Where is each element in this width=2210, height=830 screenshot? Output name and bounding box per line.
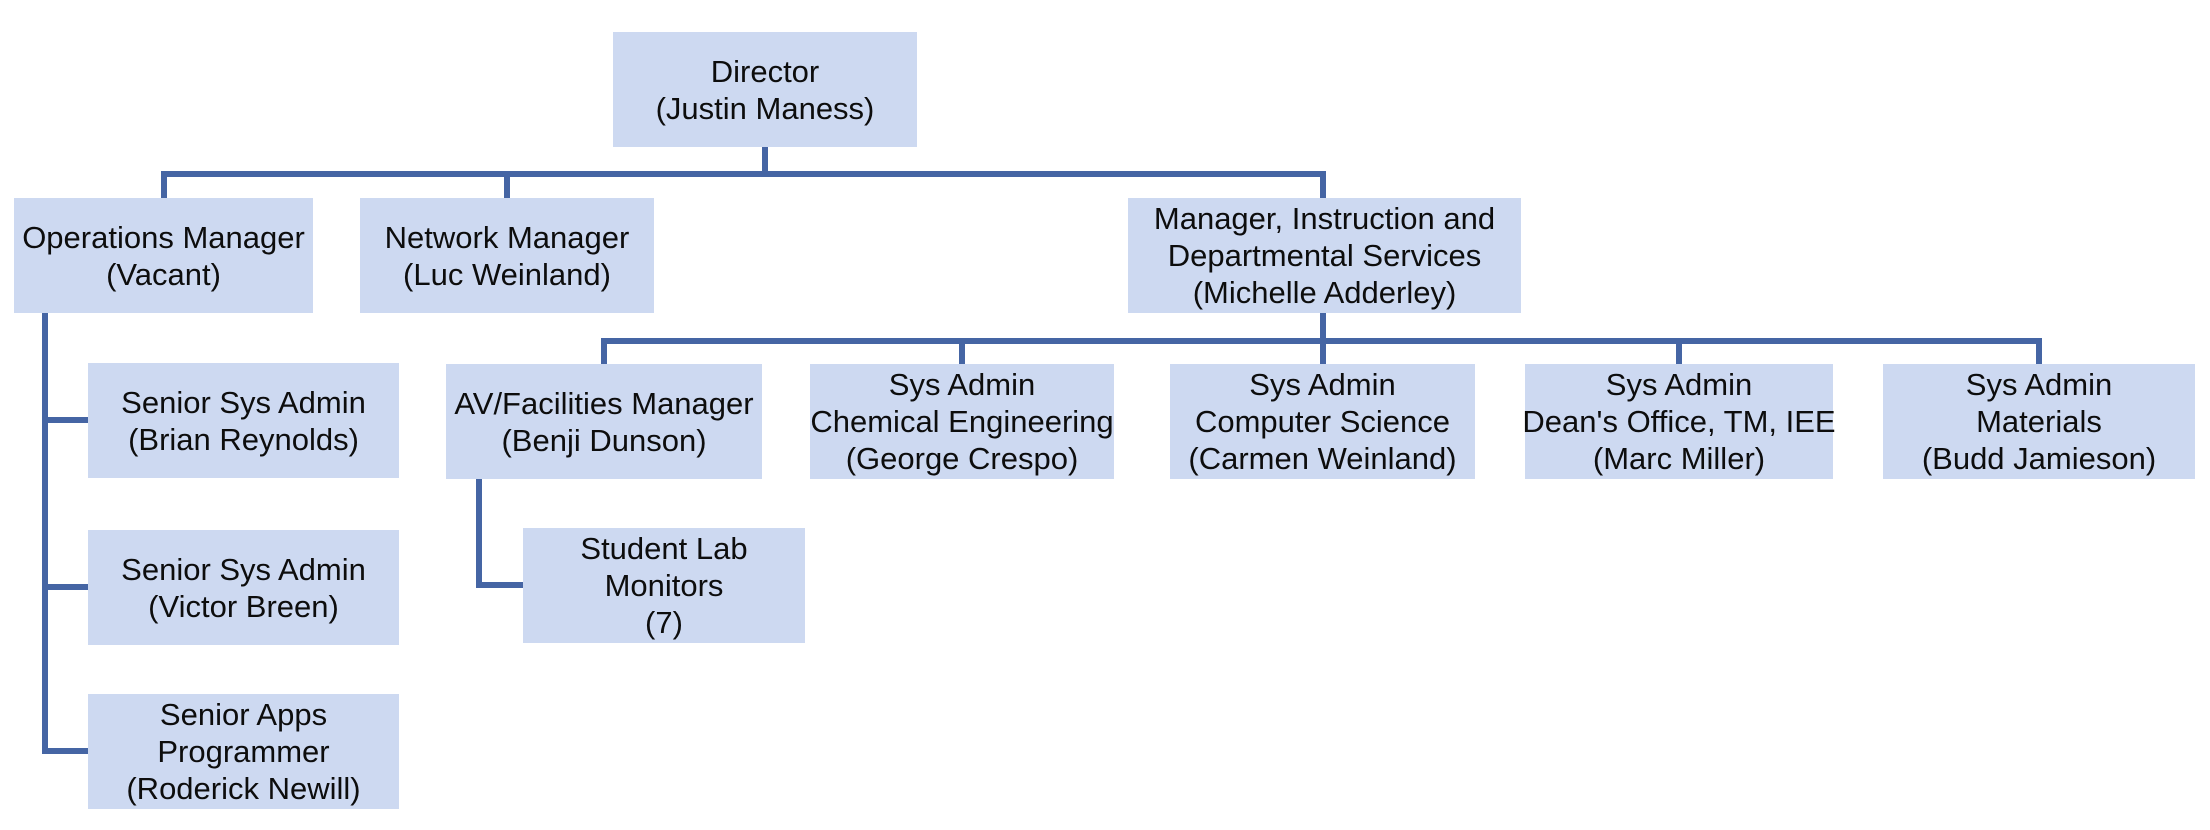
connector-level2-stub-materials bbox=[2036, 338, 2042, 364]
org-node-senior-sys-admin-brian-reynolds[interactable]: Senior Sys Admin(Brian Reynolds) bbox=[88, 363, 399, 478]
org-node-label-line: Sys Admin bbox=[888, 367, 1036, 402]
org-node-director[interactable]: Director(Justin Maness) bbox=[613, 32, 917, 147]
org-node-label-line: (Justin Maness) bbox=[655, 90, 875, 126]
org-node-label-line: Senior Sys Admin bbox=[121, 551, 366, 587]
org-node-label-line: Senior Sys Admin bbox=[121, 384, 366, 420]
connector-level2-stub-deans-office bbox=[1676, 338, 1682, 364]
org-node-label-line: (Michelle Adderley) bbox=[1192, 275, 1457, 310]
org-node-label-line: (Victor Breen) bbox=[148, 588, 339, 624]
org-node-label-line: Monitors bbox=[604, 568, 724, 603]
connector-level2-stub-computer-science bbox=[1320, 338, 1326, 364]
connector-av-hang-rail bbox=[476, 479, 482, 588]
org-node-label-line: (Marc Miller) bbox=[1592, 441, 1766, 476]
org-node-label-line: (Carmen Weinland) bbox=[1188, 441, 1457, 476]
org-node-network-manager[interactable]: Network Manager(Luc Weinland) bbox=[360, 198, 654, 313]
org-node-label-line: Chemical Engineering bbox=[810, 404, 1114, 439]
connector-operations-stub-victor bbox=[42, 584, 88, 590]
org-node-label-line: (Budd Jamieson) bbox=[1921, 441, 2157, 476]
connector-operations-hang-rail bbox=[42, 313, 48, 754]
connector-level1-rail bbox=[161, 171, 1326, 177]
org-node-label-line: Senior Apps bbox=[159, 697, 328, 732]
connector-level1-stub-network bbox=[504, 171, 510, 198]
org-node-label-line: Student Lab bbox=[580, 531, 748, 566]
org-node-label-line: Departmental Services bbox=[1167, 238, 1482, 273]
org-node-label-line: (Vacant) bbox=[106, 256, 221, 292]
org-node-operations-manager[interactable]: Operations Manager(Vacant) bbox=[14, 198, 313, 313]
org-node-label-line: Director bbox=[710, 53, 820, 89]
connector-director-drop bbox=[762, 147, 768, 177]
org-node-label-line: (Luc Weinland) bbox=[403, 256, 611, 292]
org-node-label-line: (George Crespo) bbox=[845, 441, 1079, 476]
connector-level1-stub-manager bbox=[1320, 171, 1326, 198]
connector-level2-stub-av-facilities bbox=[601, 338, 607, 364]
org-node-label-line: (Roderick Newill) bbox=[126, 771, 361, 806]
org-node-label-line: Sys Admin bbox=[1249, 367, 1396, 402]
connector-level2-stub-chemical bbox=[959, 338, 965, 364]
org-node-senior-sys-admin-victor-breen[interactable]: Senior Sys Admin(Victor Breen) bbox=[88, 530, 399, 645]
org-node-label-line: AV/Facilities Manager bbox=[454, 385, 754, 421]
connector-operations-stub-brian bbox=[42, 417, 88, 423]
org-node-label-line: Programmer bbox=[157, 734, 330, 769]
connector-manager-drop bbox=[1320, 313, 1326, 344]
org-node-label-line: Network Manager bbox=[384, 219, 630, 255]
org-node-label-line: Operations Manager bbox=[22, 219, 305, 255]
org-node-label-line: (Brian Reynolds) bbox=[128, 421, 359, 457]
org-node-label-line: Manager, Instruction and bbox=[1153, 201, 1496, 236]
org-node-label-line: Computer Science bbox=[1194, 404, 1450, 439]
org-node-av-facilities-manager[interactable]: AV/Facilities Manager(Benji Dunson) bbox=[446, 364, 762, 479]
org-node-label-line: (7) bbox=[645, 605, 683, 640]
org-node-label-line: Sys Admin bbox=[1965, 367, 2113, 402]
org-node-label-line: Dean's Office, TM, IEE bbox=[1522, 404, 1836, 439]
org-node-label-line: Sys Admin bbox=[1605, 367, 1753, 402]
org-node-label-line: Materials bbox=[1976, 404, 2102, 439]
connector-av-stub-student-lab bbox=[476, 582, 523, 588]
org-node-label-line: (Benji Dunson) bbox=[501, 422, 707, 458]
connector-level1-stub-operations bbox=[161, 171, 167, 198]
connector-operations-stub-roderick bbox=[42, 748, 88, 754]
